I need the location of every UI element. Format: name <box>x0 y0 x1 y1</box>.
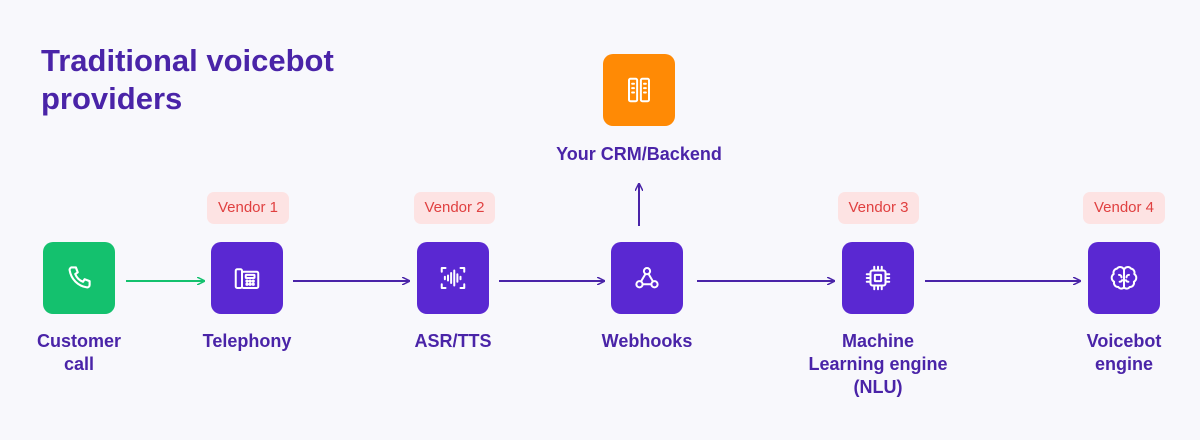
webhooks-label: Webhooks <box>601 331 693 351</box>
voicebot-engine-node <box>1088 242 1160 314</box>
brain-icon <box>1110 266 1138 290</box>
asr-tts-label: ASR/TTS <box>414 331 492 351</box>
webhooks-node <box>611 242 683 314</box>
customer-call-label-line-2: call <box>63 354 95 374</box>
waveform-icon <box>440 267 466 289</box>
chip-icon <box>865 265 891 291</box>
ml-engine-node <box>842 242 914 314</box>
customer-call-label: Customer call <box>0 330 169 376</box>
phone-icon <box>68 266 91 289</box>
customer-call-node <box>43 242 115 314</box>
voicebot-engine-label-line-1: Voicebot <box>1086 331 1162 351</box>
server-icon <box>628 77 650 103</box>
webhook-icon <box>635 267 659 289</box>
title-line-1: Traditional voicebot <box>41 43 334 78</box>
diagram-title: Traditional voicebot providers <box>41 42 381 118</box>
desk-phone-icon <box>234 268 260 289</box>
telephony-label: Telephony <box>202 331 292 351</box>
ml-engine-label: Machine Learning engine (NLU) <box>788 330 968 399</box>
telephony-node <box>211 242 283 314</box>
voicebot-engine-label-line-2: engine <box>1094 354 1153 374</box>
ml-engine-label-line-2: Learning engine <box>808 354 948 374</box>
customer-call-label-line-1: Customer <box>36 331 121 351</box>
ml-engine-label-line-3: (NLU) <box>853 377 903 397</box>
vendor-badge-ml-engine: Vendor 3 <box>838 192 919 224</box>
crm-backend-label: Your CRM/Backend <box>556 144 722 164</box>
ml-engine-label-line-1: Machine <box>841 331 915 351</box>
vendor-badge-telephony: Vendor 1 <box>207 192 289 224</box>
crm-backend-node <box>603 54 675 126</box>
vendor-badge-asr-tts: Vendor 2 <box>414 192 495 224</box>
asr-tts-node <box>417 242 489 314</box>
voicebot-engine-label: Voicebot engine <box>1034 330 1200 376</box>
vendor-badge-voicebot-engine: Vendor 4 <box>1083 192 1165 224</box>
title-line-2: providers <box>41 81 183 116</box>
